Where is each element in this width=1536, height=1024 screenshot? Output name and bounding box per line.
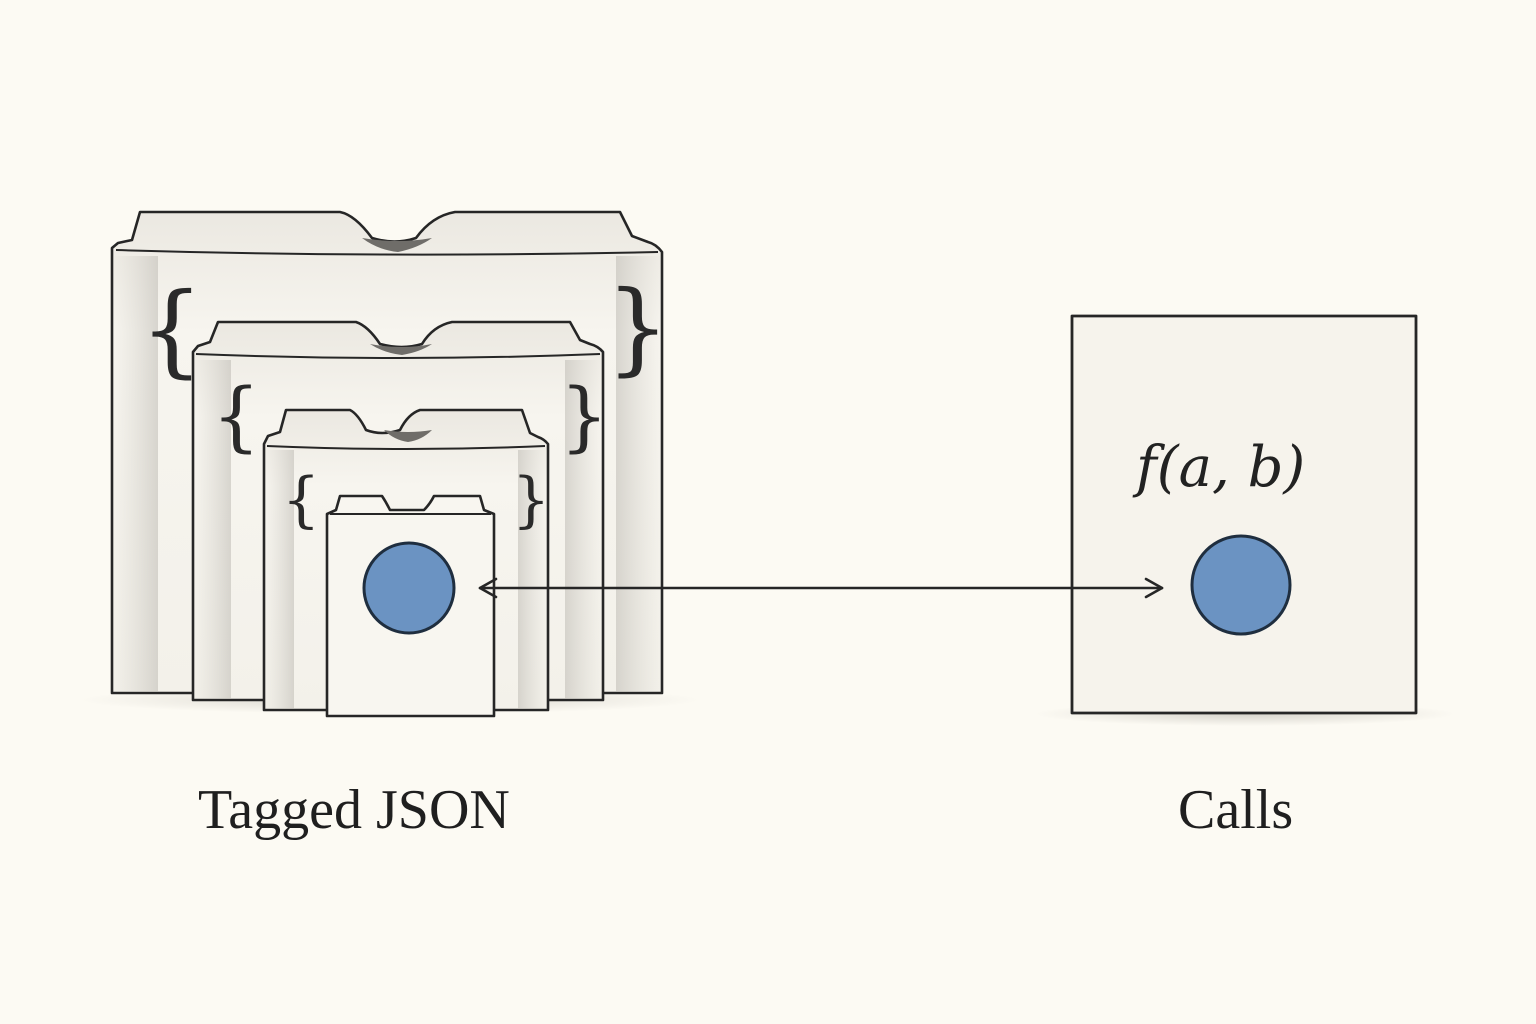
brace-open-2: { — [212, 371, 260, 460]
folder-stack-icon — [110, 210, 664, 718]
calls-caption: Calls — [1178, 779, 1294, 841]
brace-close-1: } — [606, 269, 670, 386]
brace-pairs: { } { } { } — [140, 269, 670, 535]
tagged-json-caption: Tagged JSON — [198, 779, 510, 841]
call-value-circle-icon — [1190, 534, 1292, 636]
calls-card-frame — [1070, 314, 1418, 715]
brace-close-3: } — [512, 465, 550, 535]
brace-open-3: { — [282, 465, 320, 535]
brace-close-2: } — [560, 371, 608, 460]
tagged-value-circle-icon — [362, 541, 456, 635]
brace-open-1: { — [140, 271, 204, 388]
function-call-label: f(a, b) — [1132, 435, 1305, 500]
calls-card: f(a, b) — [1070, 314, 1418, 715]
